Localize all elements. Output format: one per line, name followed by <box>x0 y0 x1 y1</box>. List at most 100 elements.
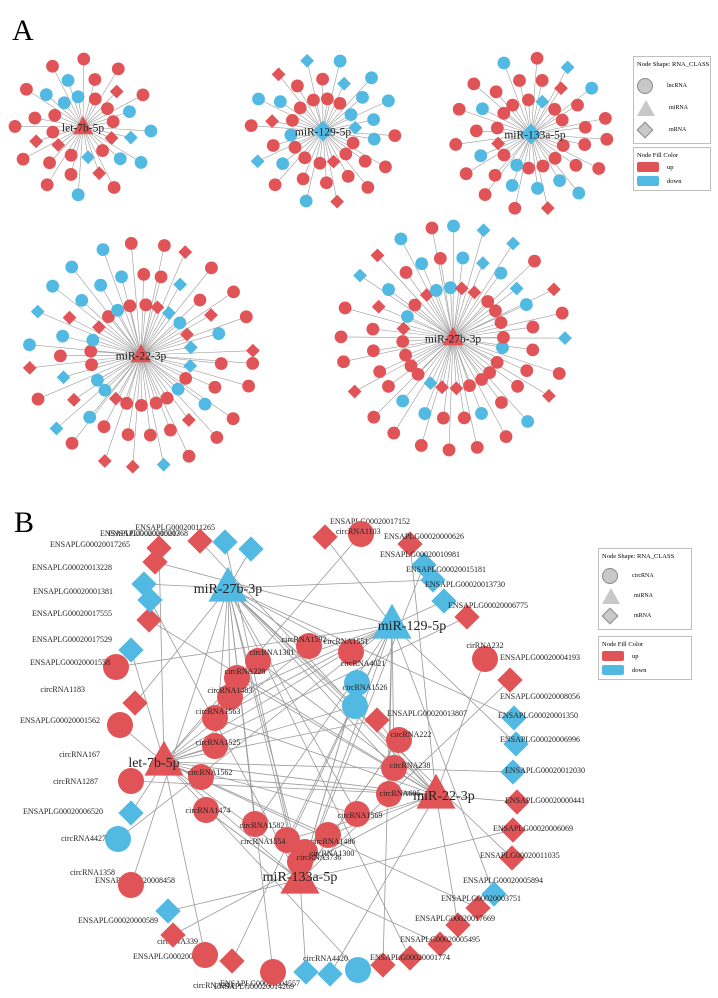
lncrna-node <box>57 96 71 110</box>
lncrna-node <box>367 132 381 146</box>
lncrna-node <box>208 380 222 394</box>
lncrna-node <box>511 379 524 393</box>
mrna-node <box>500 759 526 785</box>
node-label-ENSAPLG00020013807: ENSAPLG00020013807 <box>387 709 467 718</box>
lncrna-node <box>387 426 401 440</box>
mrna-node <box>22 361 37 375</box>
node-label-ENSAPLG00020001381: ENSAPLG00020001381 <box>33 587 113 596</box>
lncrna-node <box>418 407 432 420</box>
lncrna-node <box>415 257 429 271</box>
mrna-node <box>29 134 44 149</box>
mrna-node <box>370 952 396 978</box>
legend-circle-label: circRNA <box>632 573 654 579</box>
lncrna-node <box>290 79 304 93</box>
lncrna-node <box>598 111 612 125</box>
node-label-circRNA1474: circRNA1474 <box>186 806 231 815</box>
circrna-node <box>342 693 368 719</box>
lncrna-node <box>288 140 302 154</box>
mrna-node <box>554 81 568 96</box>
lncrna-node <box>553 174 566 188</box>
lncrna-node <box>154 270 168 284</box>
lncrna-node <box>48 108 62 122</box>
lncrna-node <box>469 124 483 138</box>
lncrna-node <box>71 90 85 104</box>
lncrna-node <box>320 92 334 106</box>
lncrna-node <box>160 391 174 405</box>
mrna-node <box>312 524 338 550</box>
lncrna-node <box>339 147 353 161</box>
mrna-node <box>454 281 469 296</box>
mrna-node <box>476 223 491 238</box>
lncrna-node <box>86 333 100 347</box>
lncrna-node <box>488 168 502 182</box>
lncrna-node <box>90 373 104 387</box>
mrna-node <box>420 567 446 593</box>
node-label-circRNA4427: circRNA4427 <box>61 834 106 843</box>
node-label-ENSAPLG00020013730: ENSAPLG00020013730 <box>425 580 505 589</box>
lncrna-node <box>46 125 60 139</box>
mrna-node <box>51 138 66 152</box>
lncrna-node <box>381 94 395 108</box>
hub-label-miR-133a-5p: miR-133a-5p <box>263 870 338 885</box>
lncrna-node <box>276 157 290 170</box>
triangle-icon <box>637 100 655 116</box>
mrna-node <box>131 571 157 597</box>
mrna-node <box>560 60 575 75</box>
mrna-node <box>122 690 148 716</box>
mrna-node <box>431 588 457 614</box>
lncrna-node <box>467 77 481 91</box>
mrna-node <box>183 358 198 373</box>
lncrna-node <box>499 430 513 444</box>
mirna-hub <box>72 115 94 135</box>
lncrna-node <box>535 74 549 87</box>
lncrna-node <box>307 93 320 107</box>
legend-triangle-label: miRNA <box>669 105 689 111</box>
lncrna-node <box>358 154 372 168</box>
mrna-node <box>509 281 524 296</box>
circrna-node <box>118 872 144 898</box>
mrna-node <box>501 705 527 731</box>
node-label-circRNA167: circRNA167 <box>59 750 100 759</box>
mrna-node <box>155 898 181 924</box>
mrna-node <box>506 236 520 251</box>
lncrna-node <box>338 301 352 315</box>
mrna-node <box>347 384 362 399</box>
legend-shape-title: Node Shape: RNA_CLASS <box>637 61 710 68</box>
up-swatch <box>637 162 659 172</box>
legend-a-shape: Node Shape: RNA_CLASS lncRNA miRNA mRNA <box>633 56 711 144</box>
node-label-ENSAPLG00020006069: ENSAPLG00020006069 <box>493 824 573 833</box>
lncrna-node <box>489 304 502 318</box>
mrna-node <box>30 304 45 319</box>
lncrna-node <box>366 344 380 358</box>
mrna-node <box>219 948 245 974</box>
node-label-circRNA4021: circRNA4021 <box>341 659 386 668</box>
legend-fill-title: Node Fill Color <box>602 641 644 648</box>
hub-label-miR-133a-5p: miR-133a-5p <box>504 130 566 142</box>
lncrna-node <box>463 379 476 393</box>
mirna-hub <box>372 603 412 639</box>
mrna-node <box>183 340 198 355</box>
lncrna-node <box>94 278 108 292</box>
lncrna-node <box>425 221 439 235</box>
mrna-node <box>540 201 555 216</box>
mrna-node <box>173 277 188 292</box>
lncrna-node <box>555 113 569 127</box>
lncrna-node <box>88 73 102 86</box>
hub-label-miR-27b-3p: miR-27b-3p <box>425 334 481 346</box>
lncrna-node <box>478 188 492 201</box>
lncrna-node <box>526 320 540 334</box>
lncrna-node <box>334 330 348 344</box>
lncrna-node <box>496 341 509 354</box>
lncrna-node <box>592 162 606 175</box>
lncrna-node <box>346 136 360 150</box>
lncrna-node <box>144 124 158 138</box>
lncrna-node <box>522 161 536 175</box>
circrna-node <box>242 811 268 837</box>
mrna-node <box>271 67 286 82</box>
up-swatch <box>602 651 624 661</box>
node-label-circRNA4420: circRNA4420 <box>303 954 348 963</box>
lncrna-node <box>205 261 218 275</box>
lncrna-node <box>212 327 226 340</box>
node-label-circRNA1183: circRNA1183 <box>40 685 85 694</box>
mrna-node <box>67 392 81 407</box>
